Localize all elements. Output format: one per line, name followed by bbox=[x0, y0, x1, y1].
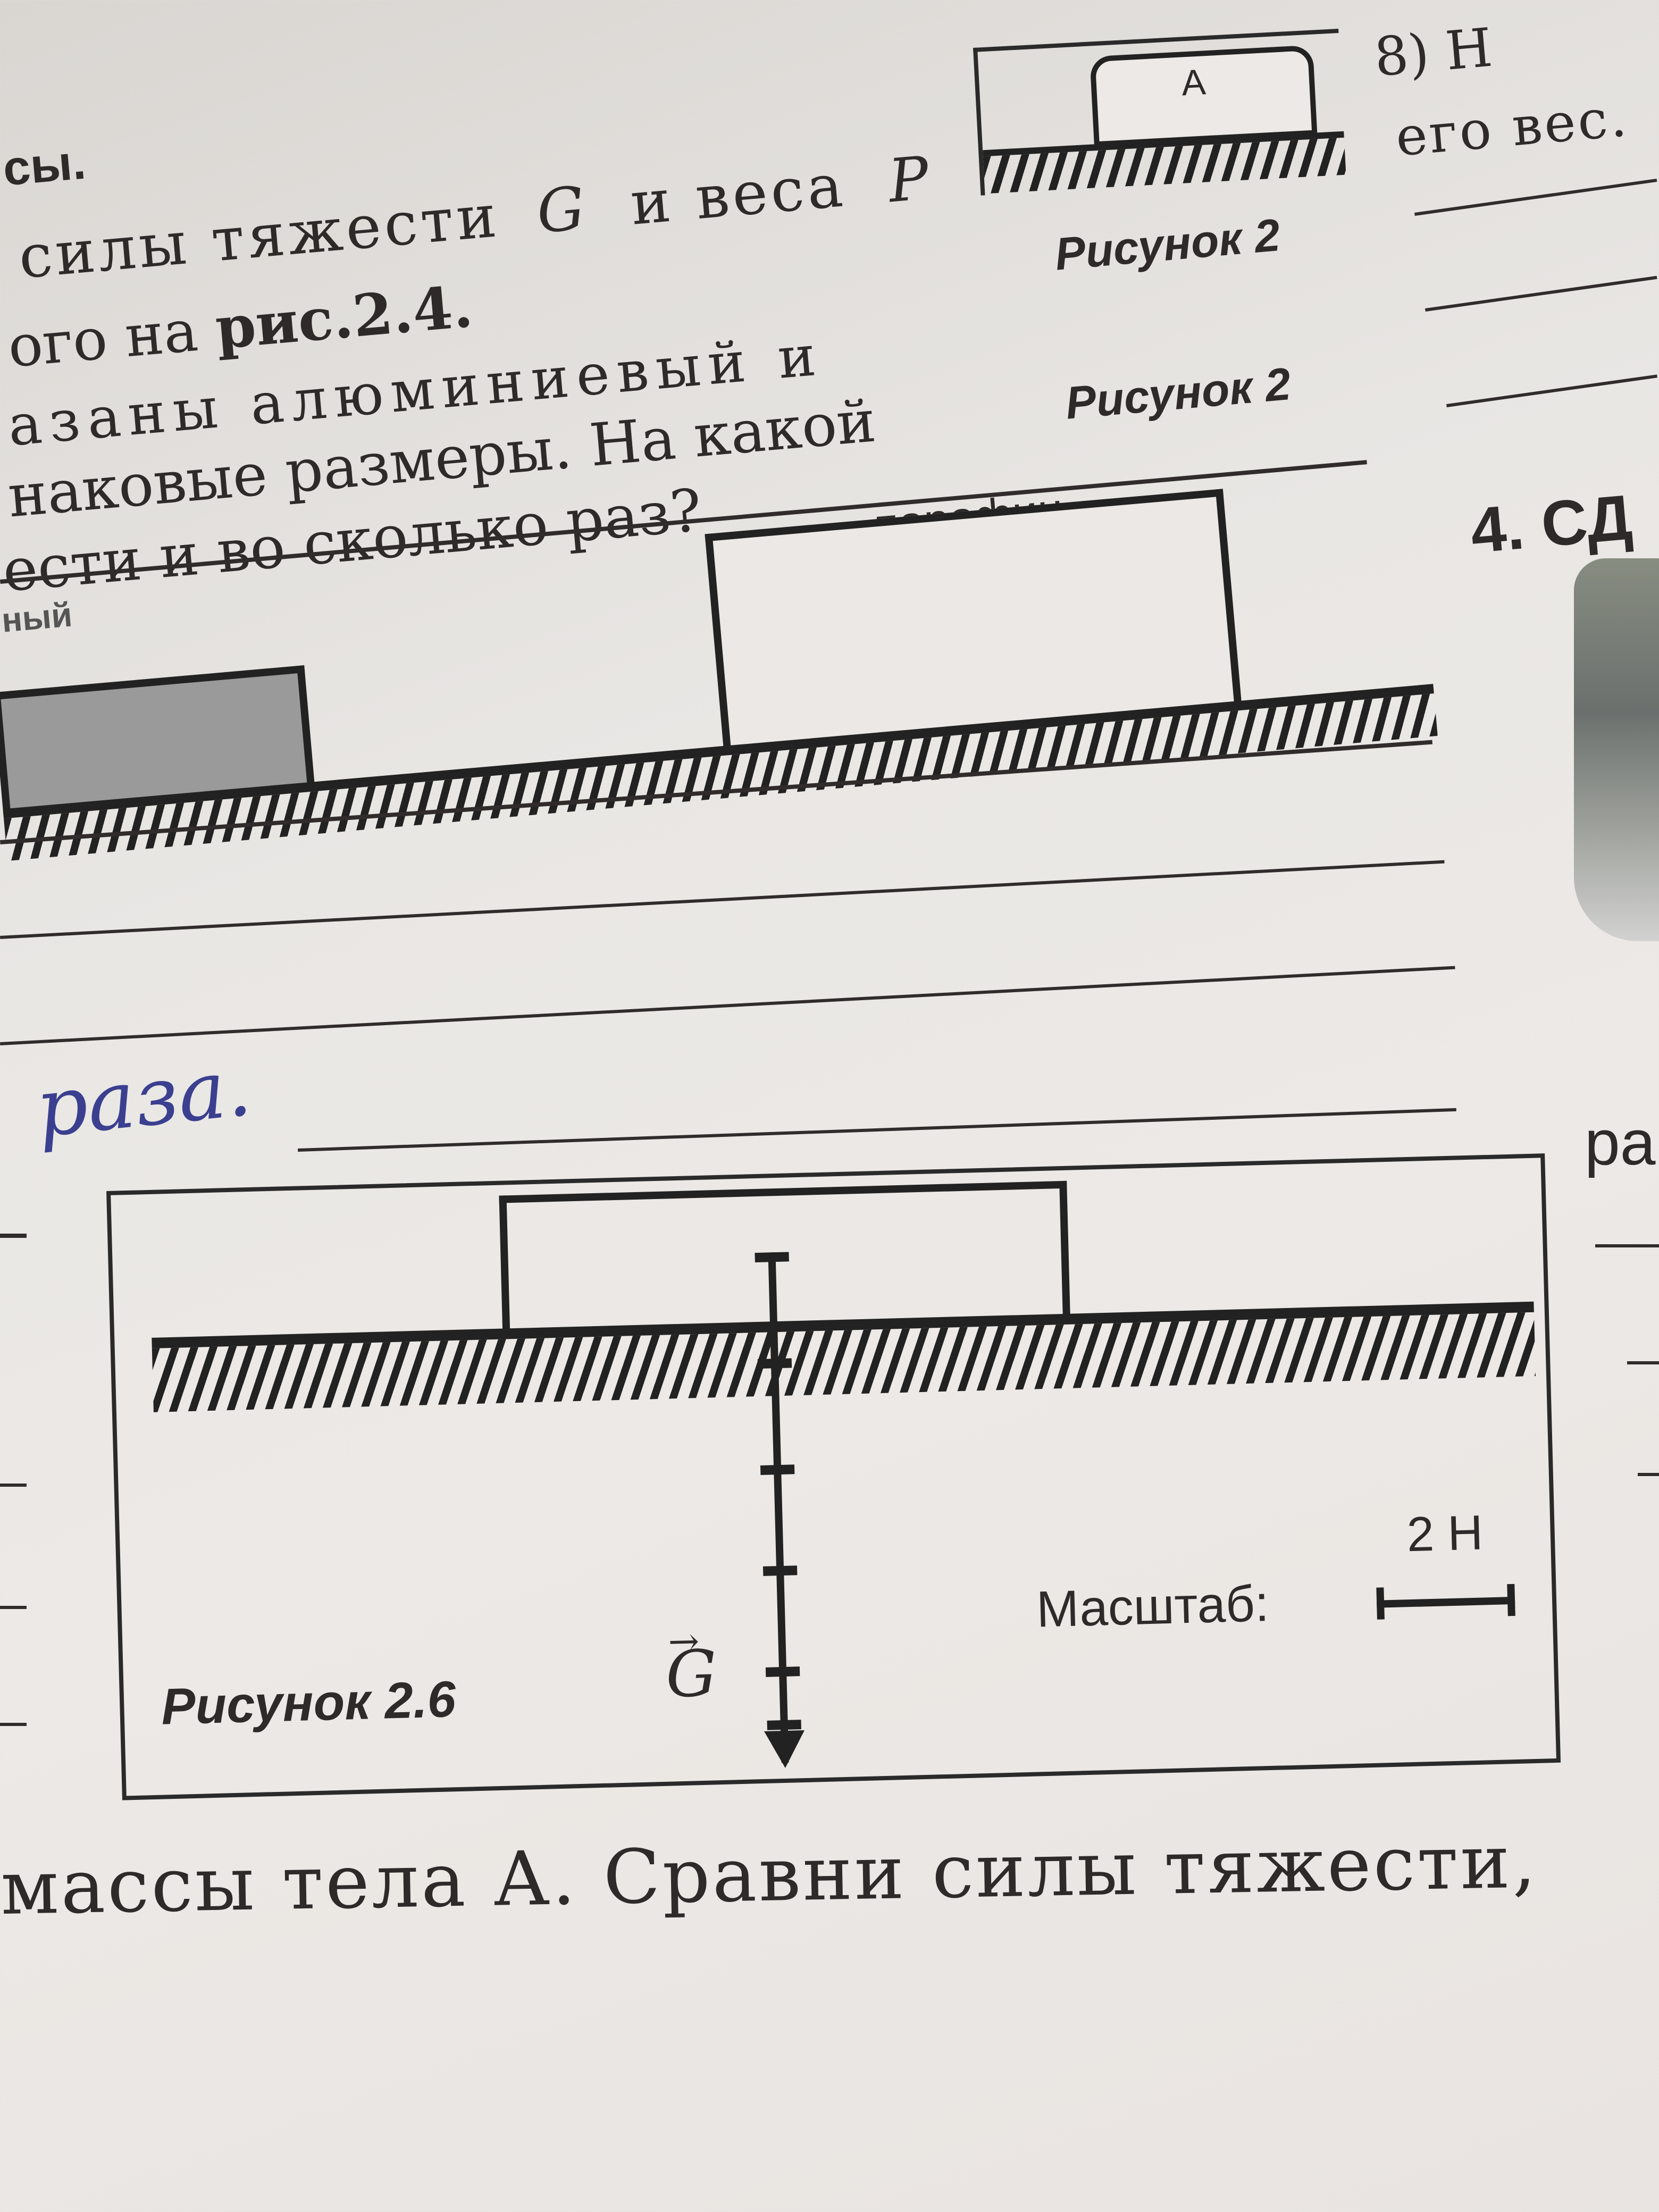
text-line1: силы тяжести G и веса P bbox=[16, 144, 935, 292]
top-text: сы. bbox=[0, 125, 88, 199]
figure-top-caption-2: Рисунок 2 bbox=[1063, 358, 1293, 429]
gravity-arrowhead-icon bbox=[764, 1730, 806, 1769]
text-sy: сы. bbox=[1, 135, 88, 196]
figure-top-frame: А bbox=[973, 28, 1346, 196]
right-ego-ves: его вес. bbox=[1393, 86, 1631, 169]
gravity-tick-0 bbox=[755, 1252, 789, 1263]
gravity-tick-5 bbox=[767, 1720, 801, 1730]
text-ris-ref: рис.2.4. bbox=[213, 273, 475, 363]
vector-p-label: P bbox=[885, 143, 935, 216]
figure-26: → G Рисунок 2.6 Масштаб: 2 Н bbox=[106, 1153, 1561, 1800]
figure-top-box-label: А bbox=[1180, 62, 1207, 104]
figure-top-caption-1: Рисунок 2 bbox=[1053, 210, 1283, 280]
gravity-tick-2 bbox=[760, 1464, 795, 1475]
text-ogo-na: ого на bbox=[5, 297, 200, 381]
margin-dash bbox=[0, 1234, 27, 1238]
answer-rule-1 bbox=[0, 860, 1445, 939]
vector-g-label: G bbox=[534, 173, 591, 247]
right-rule-2 bbox=[1425, 275, 1657, 312]
figure-top-box: А bbox=[1090, 45, 1318, 147]
fig26-scale-bar-line bbox=[1376, 1596, 1515, 1608]
gravity-tick-3 bbox=[763, 1565, 798, 1576]
margin-rule-1 bbox=[0, 1484, 27, 1487]
right-rule-1 bbox=[1414, 178, 1657, 216]
right-ra: ра bbox=[1585, 1107, 1656, 1178]
vector-arrow-icon: → bbox=[667, 1619, 700, 1664]
right-rule-4 bbox=[1595, 1244, 1659, 1247]
handwritten-answer: раза. bbox=[32, 1041, 256, 1156]
gravity-tick-1 bbox=[757, 1358, 792, 1369]
margin-rule-3 bbox=[0, 1723, 27, 1726]
fig26-scale-label: Масштаб: bbox=[1035, 1575, 1270, 1638]
gravity-vector-shaft bbox=[768, 1252, 789, 1763]
answer-rule-3 bbox=[298, 1108, 1456, 1152]
illustration-fragment bbox=[1574, 558, 1659, 941]
text-sily-tyazhesti: силы тяжести bbox=[16, 181, 502, 292]
gravity-vector-label: → G bbox=[665, 1619, 717, 1712]
bottom-text: массы тела А. Сравни силы тяжести, bbox=[0, 1818, 1539, 1932]
right-rule-5 bbox=[1627, 1361, 1659, 1364]
fig26-scale-value: 2 Н bbox=[1406, 1505, 1484, 1562]
text-i-vesa: и веса bbox=[627, 151, 849, 239]
right-rule-3 bbox=[1446, 374, 1657, 407]
fig26-scale-bar-left-end bbox=[1376, 1587, 1385, 1620]
gravity-tick-4 bbox=[765, 1666, 800, 1677]
fig26-caption: Рисунок 2.6 bbox=[161, 1671, 457, 1736]
right-item-8: 8) Н bbox=[1372, 16, 1495, 89]
figure-top-surface bbox=[983, 131, 1346, 194]
answer-rule-2 bbox=[0, 966, 1455, 1045]
fig26-scale-bar bbox=[1376, 1583, 1515, 1620]
right-section-4: 4. СД bbox=[1468, 481, 1635, 567]
right-rule-6 bbox=[1638, 1473, 1659, 1476]
margin-rule-2 bbox=[0, 1606, 27, 1609]
fig26-scale-bar-right-end bbox=[1507, 1583, 1515, 1616]
